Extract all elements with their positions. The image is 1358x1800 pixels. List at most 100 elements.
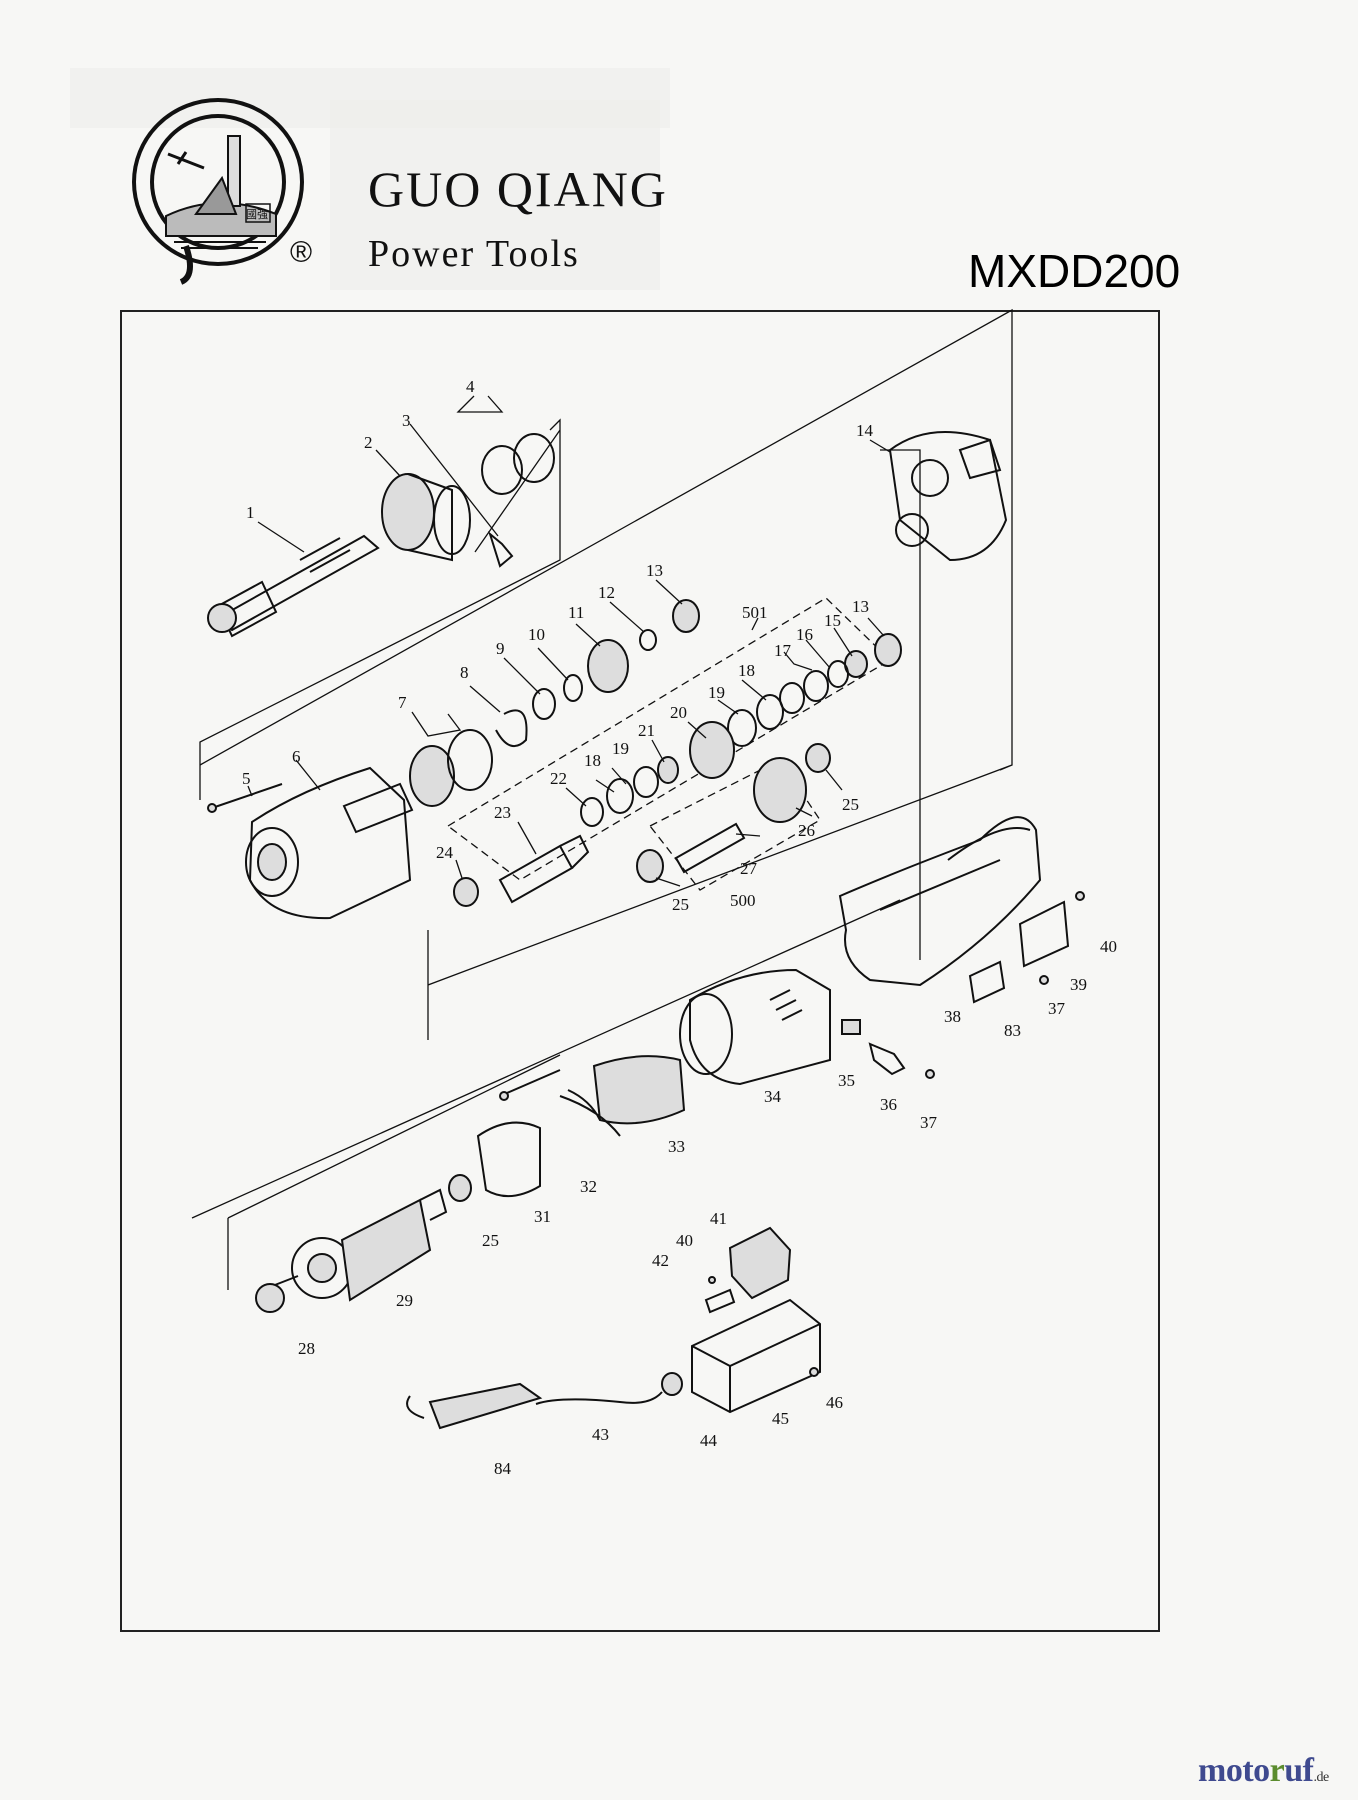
screw-part [809,1367,819,1377]
part-label: 34 [764,1087,782,1106]
part-label: 39 [1070,975,1087,994]
part-label: 9 [496,639,505,658]
screw-part [1075,891,1085,901]
pin-part [488,531,514,568]
washer-part [532,688,556,720]
part-label: 21 [638,721,655,740]
part-label: 18 [584,751,601,770]
part-label: 37 [920,1113,938,1132]
wire-terminal-part [499,1069,561,1097]
part-label: 38 [944,1007,961,1026]
part-label: 36 [880,1095,897,1114]
assembly-501-outline [446,597,892,881]
part-label: 28 [298,1339,315,1358]
assembly-label: 500 [730,891,756,910]
part-label: 15 [824,611,841,630]
part-label: 42 [652,1251,669,1270]
part-label: 29 [396,1291,413,1310]
clutch-part [381,473,471,562]
part-label: 20 [670,703,687,722]
part-label: 31 [534,1207,551,1226]
part-label: 4 [466,377,475,396]
assembly-outline-main [191,449,921,1219]
bearing-part [672,599,700,633]
part-label: 7 [398,693,407,712]
brand-subtitle: Power Tools [368,233,580,275]
part-label: 24 [436,843,454,862]
watermark-prefix: moto [1198,1752,1270,1789]
part-label: 10 [528,625,545,644]
washer-part [827,660,849,688]
part-label: 13 [852,597,869,616]
cable-clamp-part [704,1288,736,1314]
watermark-suffix: uf [1284,1752,1314,1789]
bearing-part [447,729,493,791]
nameplate-part [968,960,1006,1004]
bearing-part [874,633,902,667]
cable-grommet-part [661,1372,683,1396]
part-label: 17 [774,641,792,660]
part-label: 35 [838,1071,855,1090]
part-label: 3 [402,411,411,430]
watermark-tld: .de [1313,1770,1329,1785]
gear-part [753,757,807,823]
spindle-part [207,534,380,638]
part-label: 2 [364,433,373,452]
washer-part [563,674,583,702]
part-label: 8 [460,663,469,682]
part-label: 16 [796,625,813,644]
handle-housing-part [838,816,1042,987]
washer-part [580,797,604,827]
part-label: 11 [568,603,584,622]
part-label: 13 [646,561,663,580]
motor-housing-part [679,968,831,1086]
part-label: 12 [598,583,615,602]
washer-part [779,682,805,714]
part-label: 37 [1048,999,1066,1018]
part-label: 14 [856,421,874,440]
nameplate-part [1018,900,1070,968]
switch-part [728,1226,792,1300]
site-watermark: motoruf.de [1198,1752,1329,1790]
washer-part [756,694,784,730]
snap-ring-part [639,629,657,651]
part-label: 46 [826,1393,843,1412]
part-label: 40 [676,1231,693,1250]
part-label: 26 [798,821,815,840]
part-label: 18 [738,661,755,680]
ring-part [481,433,555,495]
part-label: 19 [612,739,629,758]
part-label: 45 [772,1409,789,1428]
bearing-part [448,1174,472,1202]
part-label: 25 [672,895,689,914]
gear-part [587,639,629,693]
part-label: 19 [708,683,725,702]
part-label: 40 [1100,937,1117,956]
bearing-part [255,1283,285,1313]
assembly-outline-upper [199,418,561,800]
brush-holder-part [868,1042,906,1076]
washer-part [657,756,679,784]
part-label: 41 [710,1209,727,1228]
armature-part [261,1188,448,1302]
screw-part [925,1069,935,1079]
watermark-accent: r [1269,1752,1285,1789]
assembly-label: 501 [742,603,768,622]
guo-qiang-logo-icon: 國強 [132,98,304,285]
bearing-part [636,849,664,883]
fan-baffle-part [476,1121,541,1197]
diagram-frame [120,310,1160,1632]
carbon-brush-part [841,1019,861,1035]
washer-part [803,670,829,702]
washer-part [727,709,757,747]
shaft-part [674,822,746,874]
washer-part [606,778,634,814]
brand-name: GUO QIANG [368,161,668,217]
circlip-part [495,709,528,748]
logo-lettering: 國強 [246,208,268,221]
gear-housing-part [888,431,1008,562]
bearing-part [805,743,831,773]
model-code: MXDD200 [968,245,1181,297]
part-label: 5 [242,769,251,788]
